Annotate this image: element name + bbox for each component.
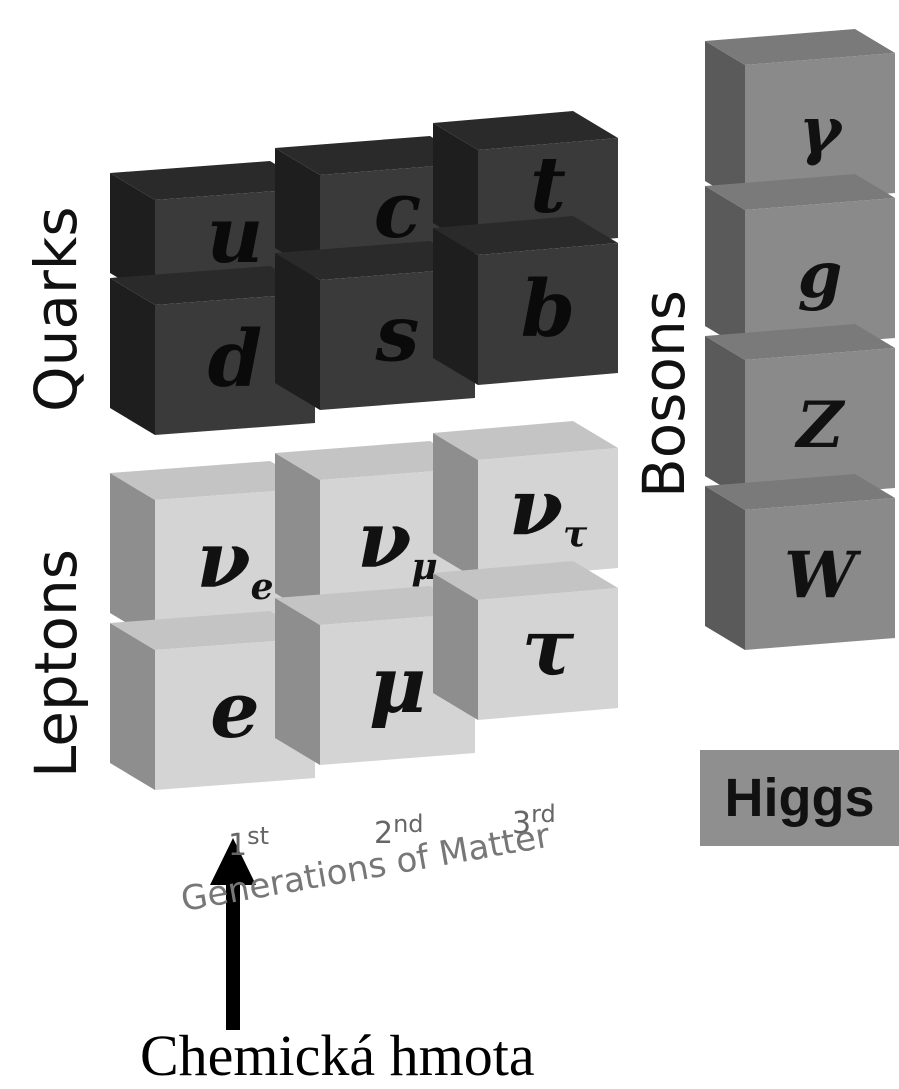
cube-symbol: u — [207, 190, 264, 281]
cube-quark-5: b — [433, 216, 618, 385]
cube-symbol: W — [784, 538, 862, 613]
cube-subscript: e — [251, 566, 274, 608]
cube-symbol: τ — [522, 602, 575, 693]
cube-lepton-11: τ — [433, 561, 618, 720]
cube-boson-13: g — [705, 174, 895, 350]
cube-quark-4: s — [275, 241, 475, 410]
bosons-label: Bosons — [630, 290, 698, 498]
cube-symbol: e — [210, 665, 260, 756]
cube-symbol: μ — [369, 640, 426, 731]
generation-2-label: 2nd — [374, 810, 424, 851]
cube-symbol: s — [375, 289, 420, 380]
higgs-box: Higgs — [700, 750, 899, 846]
cube-boson-15: W — [705, 474, 895, 650]
cube-boson-14: Z — [705, 324, 895, 500]
cube-symbol: g — [798, 238, 843, 313]
cube-symbol: t — [530, 140, 566, 231]
cube-symbol: b — [521, 264, 576, 355]
generation-1-label: 1st — [228, 822, 270, 863]
generation-arrow — [210, 838, 256, 1030]
generation-3-label: 3rd — [512, 800, 556, 841]
caption: Chemická hmota — [140, 1023, 535, 1088]
leptons-label: Leptons — [22, 549, 90, 778]
cube-boson-12: γ — [705, 29, 895, 205]
cube-symbol: d — [208, 314, 263, 405]
cube-symbol: Z — [794, 388, 846, 463]
cube-symbol: c — [374, 165, 422, 256]
cube-lepton-8: ντ — [433, 421, 618, 580]
quarks-label: Quarks — [22, 206, 90, 412]
cube-subscript: τ — [563, 513, 588, 555]
higgs-label: Higgs — [724, 768, 875, 828]
cube-symbol: γ — [799, 93, 844, 168]
